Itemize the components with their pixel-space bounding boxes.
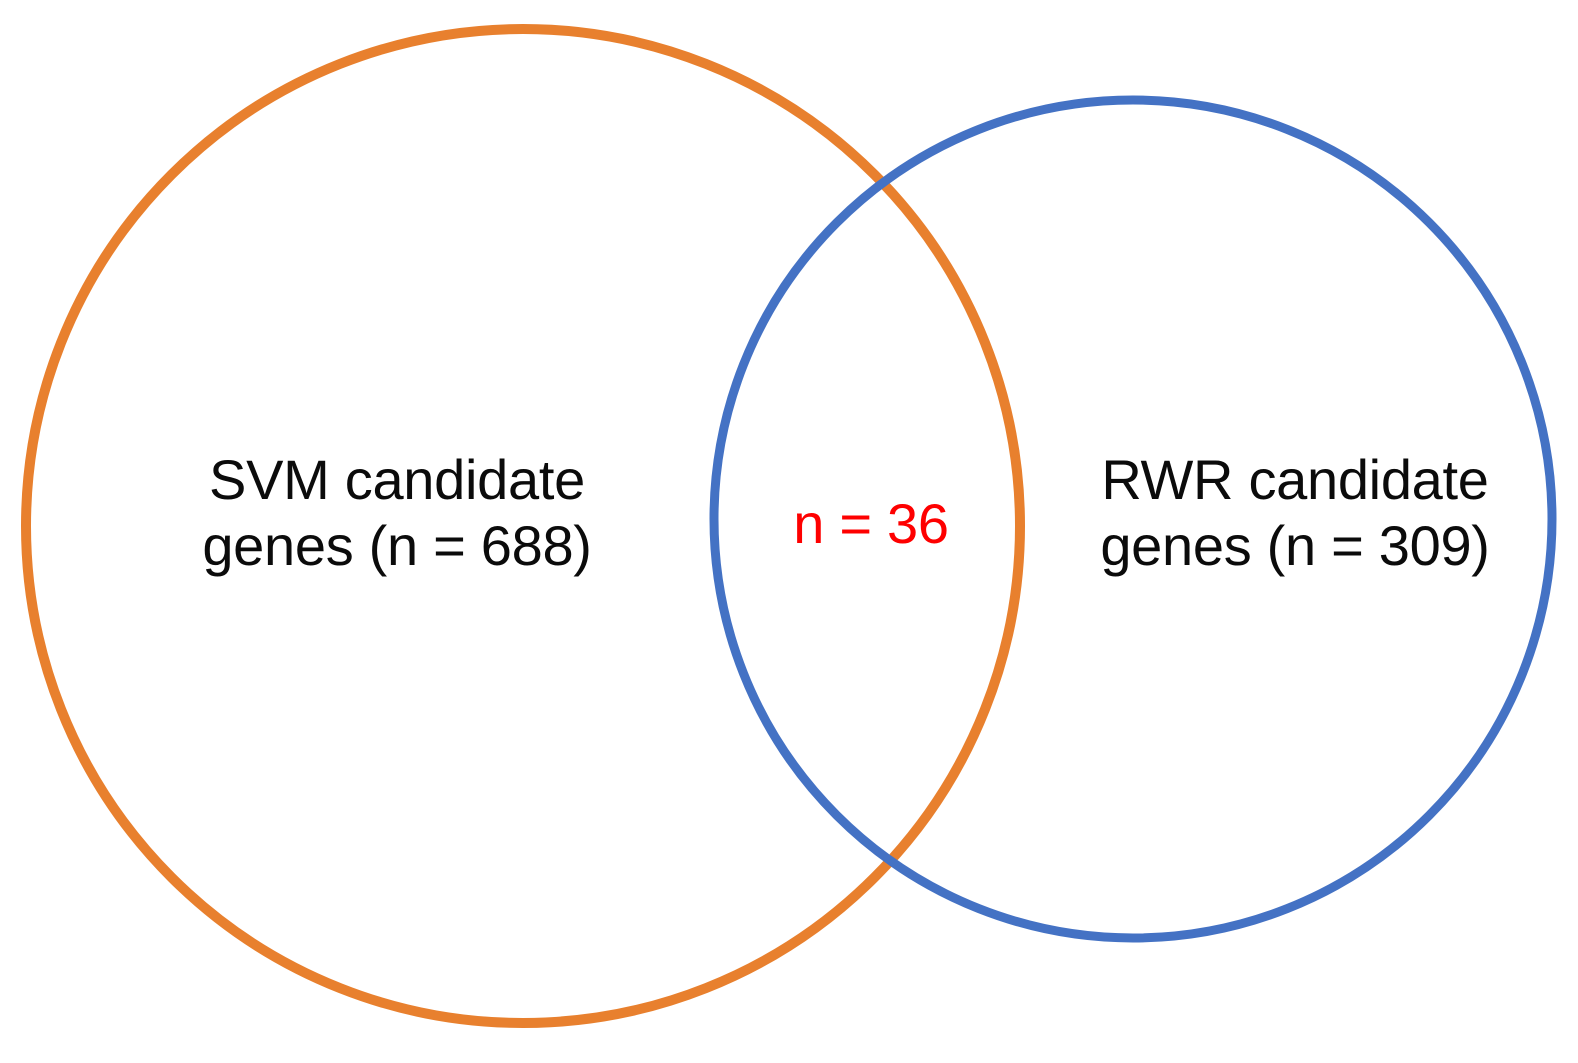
venn-label-svm-line1: SVM candidate: [209, 448, 585, 511]
venn-label-svm-line2: genes (n = 688): [202, 514, 592, 577]
venn-label-svm: SVM candidate genes (n = 688): [97, 447, 697, 579]
venn-circle-rwr: [709, 95, 1557, 943]
venn-label-intersection: n = 36: [721, 492, 1021, 556]
venn-circle-svm: [21, 24, 1025, 1028]
venn-label-rwr-line1: RWR candidate: [1101, 448, 1489, 511]
venn-label-rwr: RWR candidate genes (n = 309): [995, 447, 1578, 579]
venn-intersection-count: n = 36: [793, 492, 949, 555]
venn-label-rwr-line2: genes (n = 309): [1100, 514, 1490, 577]
